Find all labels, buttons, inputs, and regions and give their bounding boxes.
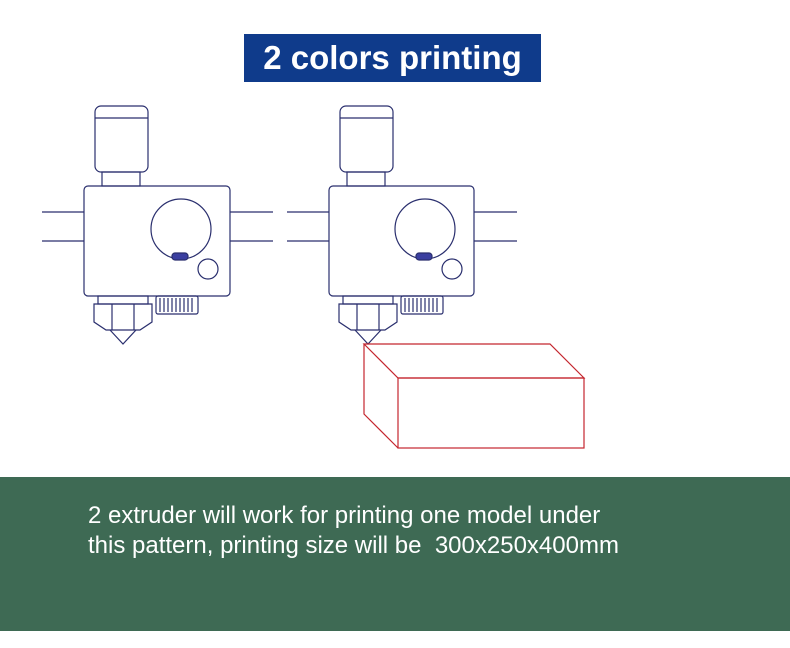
caption-line-2: this pattern, printing size will be 300x… — [88, 532, 619, 559]
extruder-right-icon — [287, 105, 517, 345]
printed-model-box-icon — [362, 343, 586, 449]
caption-text: 2 extruder will work for printing one mo… — [88, 501, 768, 561]
extruder-illustration — [42, 105, 586, 449]
caption-band: 2 extruder will work for printing one mo… — [0, 477, 790, 631]
caption-line-1: 2 extruder will work for printing one mo… — [88, 502, 601, 529]
extruder-left-icon — [42, 105, 273, 345]
page-title: 2 colors printing — [244, 34, 541, 82]
